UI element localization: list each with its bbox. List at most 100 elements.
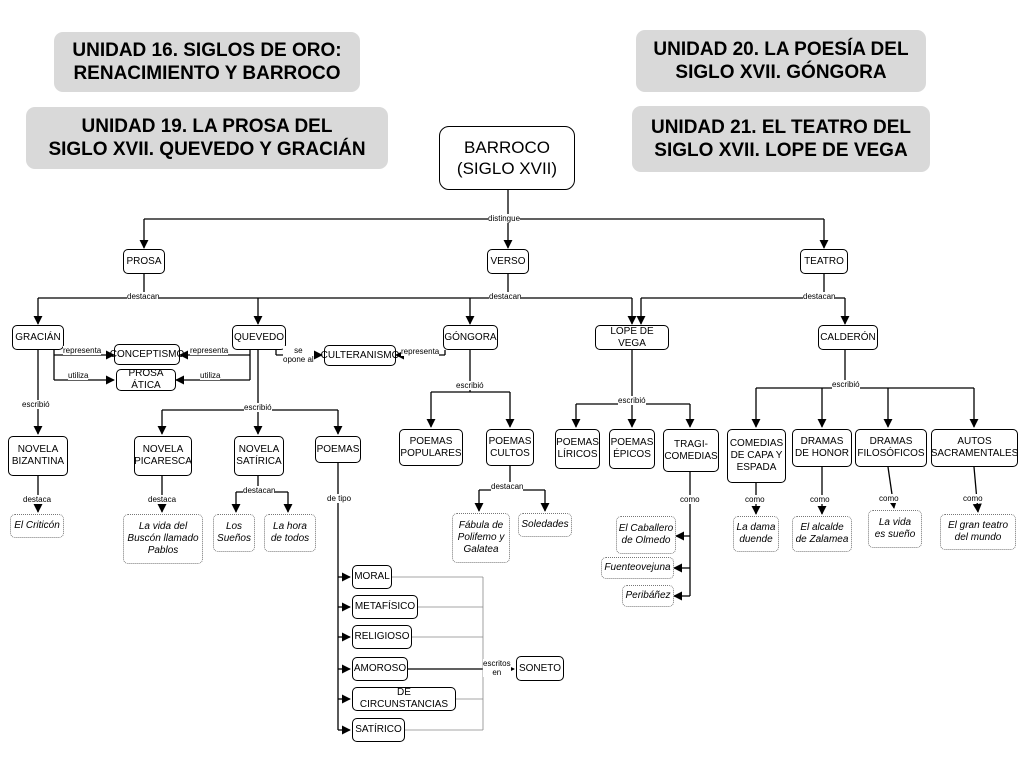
node-moral-label: MORAL <box>354 571 390 582</box>
label-distingue: distingue <box>488 214 521 223</box>
banner-unidad-20-line-1: UNIDAD 20. LA POESÍA DEL <box>653 39 909 60</box>
node-religioso: RELIGIOSO <box>352 625 412 649</box>
node-dramas-honor-line-2: DE HONOR <box>795 448 849 459</box>
label-destacan-satirica: destacan <box>243 486 276 495</box>
label-escritos-line-1: escritos <box>483 659 511 668</box>
node-conceptismo-label: CONCEPTISMO <box>109 348 185 360</box>
label-escribio-calderon: escribió <box>832 380 860 389</box>
node-metafisico-label: METAFÍSICO <box>354 601 416 612</box>
label-destacan-prosa: destacan <box>127 292 160 301</box>
node-novela-bizantina-line-1: NOVELA <box>17 444 59 455</box>
work-alcalde-line-2: de Zalamea <box>795 534 849 545</box>
label-destaca-picaresca: destaca <box>148 495 177 504</box>
node-teatro-label: TEATRO <box>804 255 844 267</box>
node-satirico-label: SATÍRICO <box>355 724 402 735</box>
label-destaca-bizantina: destaca <box>23 495 52 504</box>
work-buscon-line-2: Buscón llamado <box>127 533 199 544</box>
node-dramas-filosoficos-line-1: DRAMAS <box>869 436 913 447</box>
banner-unidad-21-line-1: UNIDAD 21. EL TEATRO DEL <box>650 117 912 138</box>
work-buscon-line-3: Pablos <box>147 545 179 556</box>
node-lope-de-vega: LOPE DE VEGA <box>595 325 669 350</box>
label-escribio-lope: escribió <box>618 396 646 405</box>
work-dama-duende-line-2: duende <box>739 534 773 545</box>
work-peribanez-line-1: Peribáñez <box>625 590 671 601</box>
label-como-filosoficos: como <box>879 494 899 503</box>
node-comedias-capa-line-3: ESPADA <box>736 462 777 473</box>
label-escritos-en: escritos en <box>483 659 511 677</box>
work-polifemo-line-1: Fábula de <box>458 520 504 531</box>
node-autos-line-2: SACRAMENTALES <box>930 448 1019 459</box>
node-poemas-epicos-line-2: ÉPICOS <box>613 449 651 460</box>
node-soneto-label: SONETO <box>518 662 562 674</box>
work-vida-sueno-line-2: es sueño <box>874 529 916 540</box>
work-gran-teatro-line-1: El gran teatro <box>947 520 1009 531</box>
node-prosa: PROSA <box>123 249 165 274</box>
node-amoroso: AMOROSO <box>352 657 408 681</box>
work-polifemo-line-2: Polifemo y <box>457 532 505 543</box>
work-alcalde-line-1: El alcalde <box>800 522 844 533</box>
node-poemas-populares-line-1: POEMAS <box>409 435 453 447</box>
node-poemas-liricos-line-2: LÍRICOS <box>557 449 598 460</box>
banner-unidad-19-line-2: SIGLO XVII. QUEVEDO Y GRACIÁN <box>48 139 366 160</box>
node-novela-picaresca-line-2: PICARESCA <box>134 456 192 467</box>
node-conceptismo: CONCEPTISMO <box>110 344 184 365</box>
label-escribio-gracian: escribió <box>22 400 50 409</box>
label-de-tipo: de tipo <box>327 494 352 503</box>
node-amoroso-label: AMOROSO <box>353 663 407 674</box>
node-novela-picaresca-line-1: NOVELA <box>142 444 184 455</box>
work-suenos-line-1: Los <box>225 521 243 532</box>
label-como-capa: como <box>745 495 765 504</box>
root-node-barroco: BARROCO (SIGLO XVII) <box>439 126 575 190</box>
label-escritos-line-2: en <box>492 668 502 677</box>
node-comedias-capa-line-1: COMEDIAS <box>729 438 784 449</box>
node-poemas-label: POEMAS <box>316 443 360 455</box>
node-prosa-label: PROSA <box>126 255 162 267</box>
node-gongora: GÓNGORA <box>443 325 498 350</box>
node-poemas-liricos-line-1: POEMAS <box>556 437 599 448</box>
banner-unidad-19: UNIDAD 19. LA PROSA DEL SIGLO XVII. QUEV… <box>26 107 388 169</box>
node-circunstancias-label: DE CIRCUNSTANCIAS <box>359 687 449 710</box>
node-quevedo: QUEVEDO <box>232 325 286 350</box>
node-dramas-filosoficos-line-2: FILOSÓFICOS <box>857 448 925 459</box>
work-vida-sueno-line-1: La vida <box>878 517 912 528</box>
node-gongora-label: GÓNGORA <box>444 331 497 343</box>
node-dramas-honor-line-1: DRAMAS <box>800 436 844 447</box>
node-calderon-label: CALDERÓN <box>820 331 876 343</box>
label-representa-gongora: representa <box>401 347 440 356</box>
node-culteranismo: CULTERANISMO <box>321 345 399 366</box>
node-poemas-cultos-line-2: CULTOS <box>490 447 530 459</box>
work-suenos-line-2: Sueños <box>217 533 251 544</box>
banner-unidad-16-line-1: UNIDAD 16. SIGLOS DE ORO: <box>72 40 342 61</box>
label-utiliza-quevedo: utiliza <box>200 371 221 380</box>
node-culteranismo-label: CULTERANISMO <box>320 349 400 361</box>
node-poemas-cultos-line-1: POEMAS <box>488 435 532 447</box>
work-hora-line-1: La hora <box>273 521 307 532</box>
node-prosa-atica-label: PROSA ÁTICA <box>128 368 164 391</box>
node-autos-line-1: AUTOS <box>957 436 992 447</box>
work-polifemo-line-3: Galatea <box>463 544 499 555</box>
node-novela-satirica-line-1: NOVELA <box>238 444 280 455</box>
node-gracian-label: GRACIÁN <box>15 331 61 343</box>
banner-unidad-20: UNIDAD 20. LA POESÍA DEL SIGLO XVII. GÓN… <box>636 30 926 92</box>
node-teatro: TEATRO <box>800 249 848 274</box>
node-quevedo-label: QUEVEDO <box>233 331 284 343</box>
banner-unidad-21-line-2: SIGLO XVII. LOPE DE VEGA <box>654 140 908 161</box>
work-peribanez: Peribáñez <box>622 585 674 607</box>
node-metafisico: METAFÍSICO <box>352 595 418 619</box>
node-satirico: SATÍRICO <box>352 718 405 742</box>
node-poemas-populares-line-2: POPULARES <box>400 447 462 459</box>
node-calderon: CALDERÓN <box>818 325 878 350</box>
work-caballero-line-1: El Caballero <box>618 523 674 534</box>
label-destacan-verso: destacan <box>489 292 522 301</box>
label-representa-quevedo: representa <box>190 346 229 355</box>
